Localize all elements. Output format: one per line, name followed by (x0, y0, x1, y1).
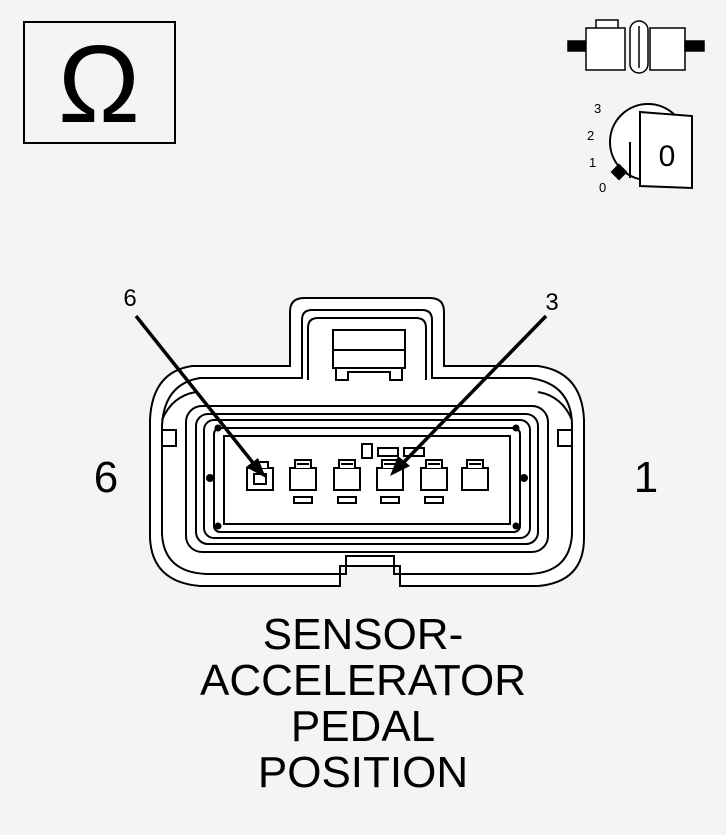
caption-line-2: ACCELERATOR (199, 656, 526, 705)
ignition-pos-3: 3 (594, 101, 601, 116)
callout-leaders (134, 314, 548, 478)
cavity-pin-4 (333, 459, 361, 504)
terminal-cavities (246, 459, 489, 504)
caption-line-4: POSITION (257, 748, 469, 797)
leader-pin-3 (402, 314, 548, 464)
caption-line-1: SENSOR- (262, 610, 464, 659)
right-end-pin-label: 1 (634, 453, 658, 502)
ohm-symbol: Ω (58, 23, 140, 146)
disconnected-connector-icon (567, 19, 705, 74)
leader-arrow-pin-3 (390, 456, 410, 476)
ignition-pos-1: 1 (589, 155, 596, 170)
cavity-pin-5 (289, 459, 317, 504)
caption-line-3: PEDAL (290, 702, 436, 751)
ignition-pos-2: 2 (587, 128, 594, 143)
ohmmeter-icon: Ω (23, 21, 176, 146)
component-caption: SENSOR- ACCELERATOR PEDAL POSITION (0, 612, 726, 796)
cavity-pin-2 (420, 459, 448, 504)
left-end-pin-label: 6 (94, 453, 118, 502)
callout-label-3: 3 (545, 289, 558, 316)
cavity-pin-1 (461, 459, 489, 491)
ignition-pos-0: 0 (599, 180, 606, 195)
leader-arrow-pin-6 (246, 458, 266, 478)
ignition-switch-icon: 3 2 1 0 0 (587, 101, 693, 195)
callout-label-6: 6 (123, 285, 136, 312)
key-position-value: 0 (659, 140, 676, 173)
leader-pin-6 (134, 314, 256, 466)
connector-face (149, 297, 585, 587)
